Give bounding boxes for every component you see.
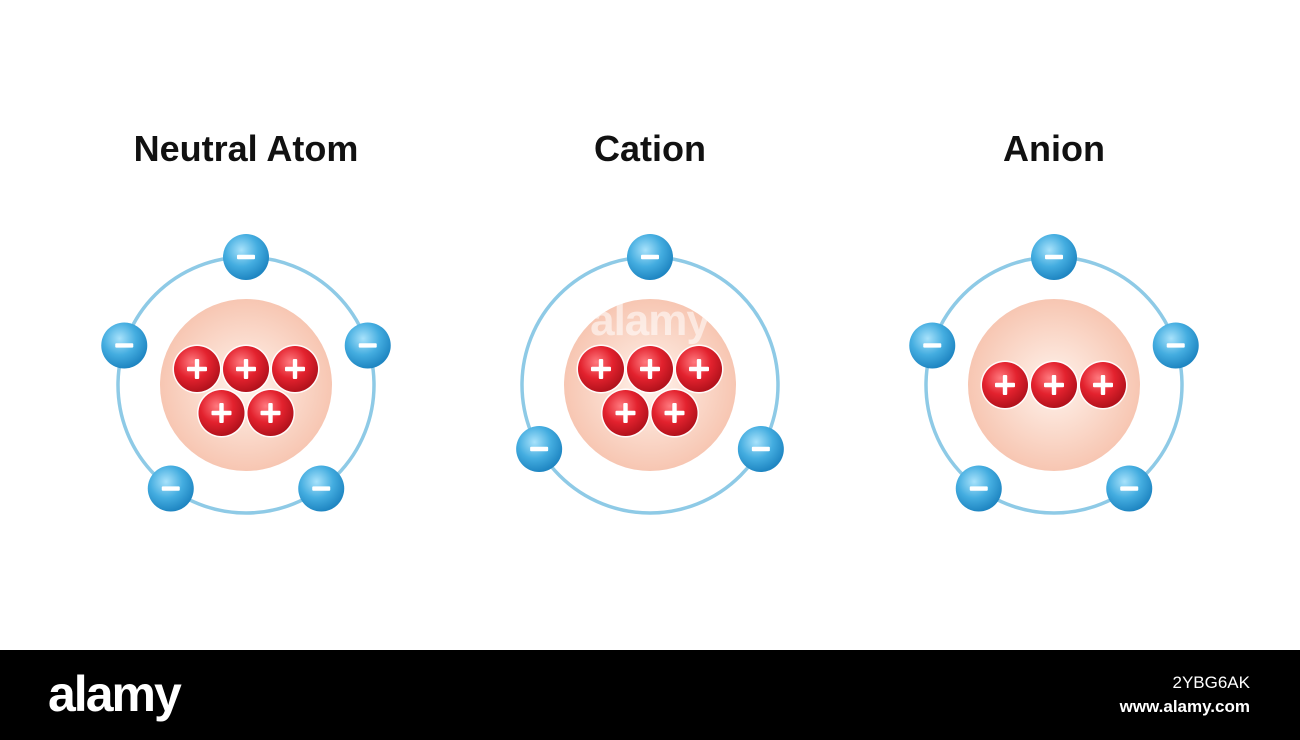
electron [737,426,784,472]
footer-url: www.alamy.com [1119,697,1250,716]
electron [627,234,673,280]
panel-title-neutral-atom: Neutral Atom [133,128,359,169]
atom-diagrams [101,234,1199,515]
atom-cation [516,234,784,515]
proton [650,388,699,438]
proton [625,344,675,394]
electron [298,465,345,512]
proton [197,388,246,438]
proton [601,388,650,438]
electron [1106,465,1153,512]
panel-title-anion: Anion [1003,128,1105,169]
electron [101,322,148,369]
proton [172,344,222,394]
footer-bar: alamy 2YBG6AK www.alamy.com [0,650,1300,740]
watermark: alamy [590,296,711,345]
proton [576,344,626,394]
atom-anion [909,234,1199,515]
proton [270,344,320,394]
footer-logo: alamy [48,666,182,722]
electron [223,234,269,280]
proton [221,344,271,394]
electron [147,465,194,512]
electron [516,426,563,472]
footer-image-id: 2YBG6AK [1172,673,1251,692]
panel-title-cation: Cation [594,128,706,169]
electron [955,465,1002,512]
electron [1152,322,1199,369]
proton [1029,360,1079,410]
electron [1031,234,1077,280]
proton [980,360,1030,410]
proton [674,344,724,394]
proton [1078,360,1128,410]
electron [344,322,391,369]
atom-neutral-atom [101,234,391,515]
electron [909,322,956,369]
proton [246,388,295,438]
